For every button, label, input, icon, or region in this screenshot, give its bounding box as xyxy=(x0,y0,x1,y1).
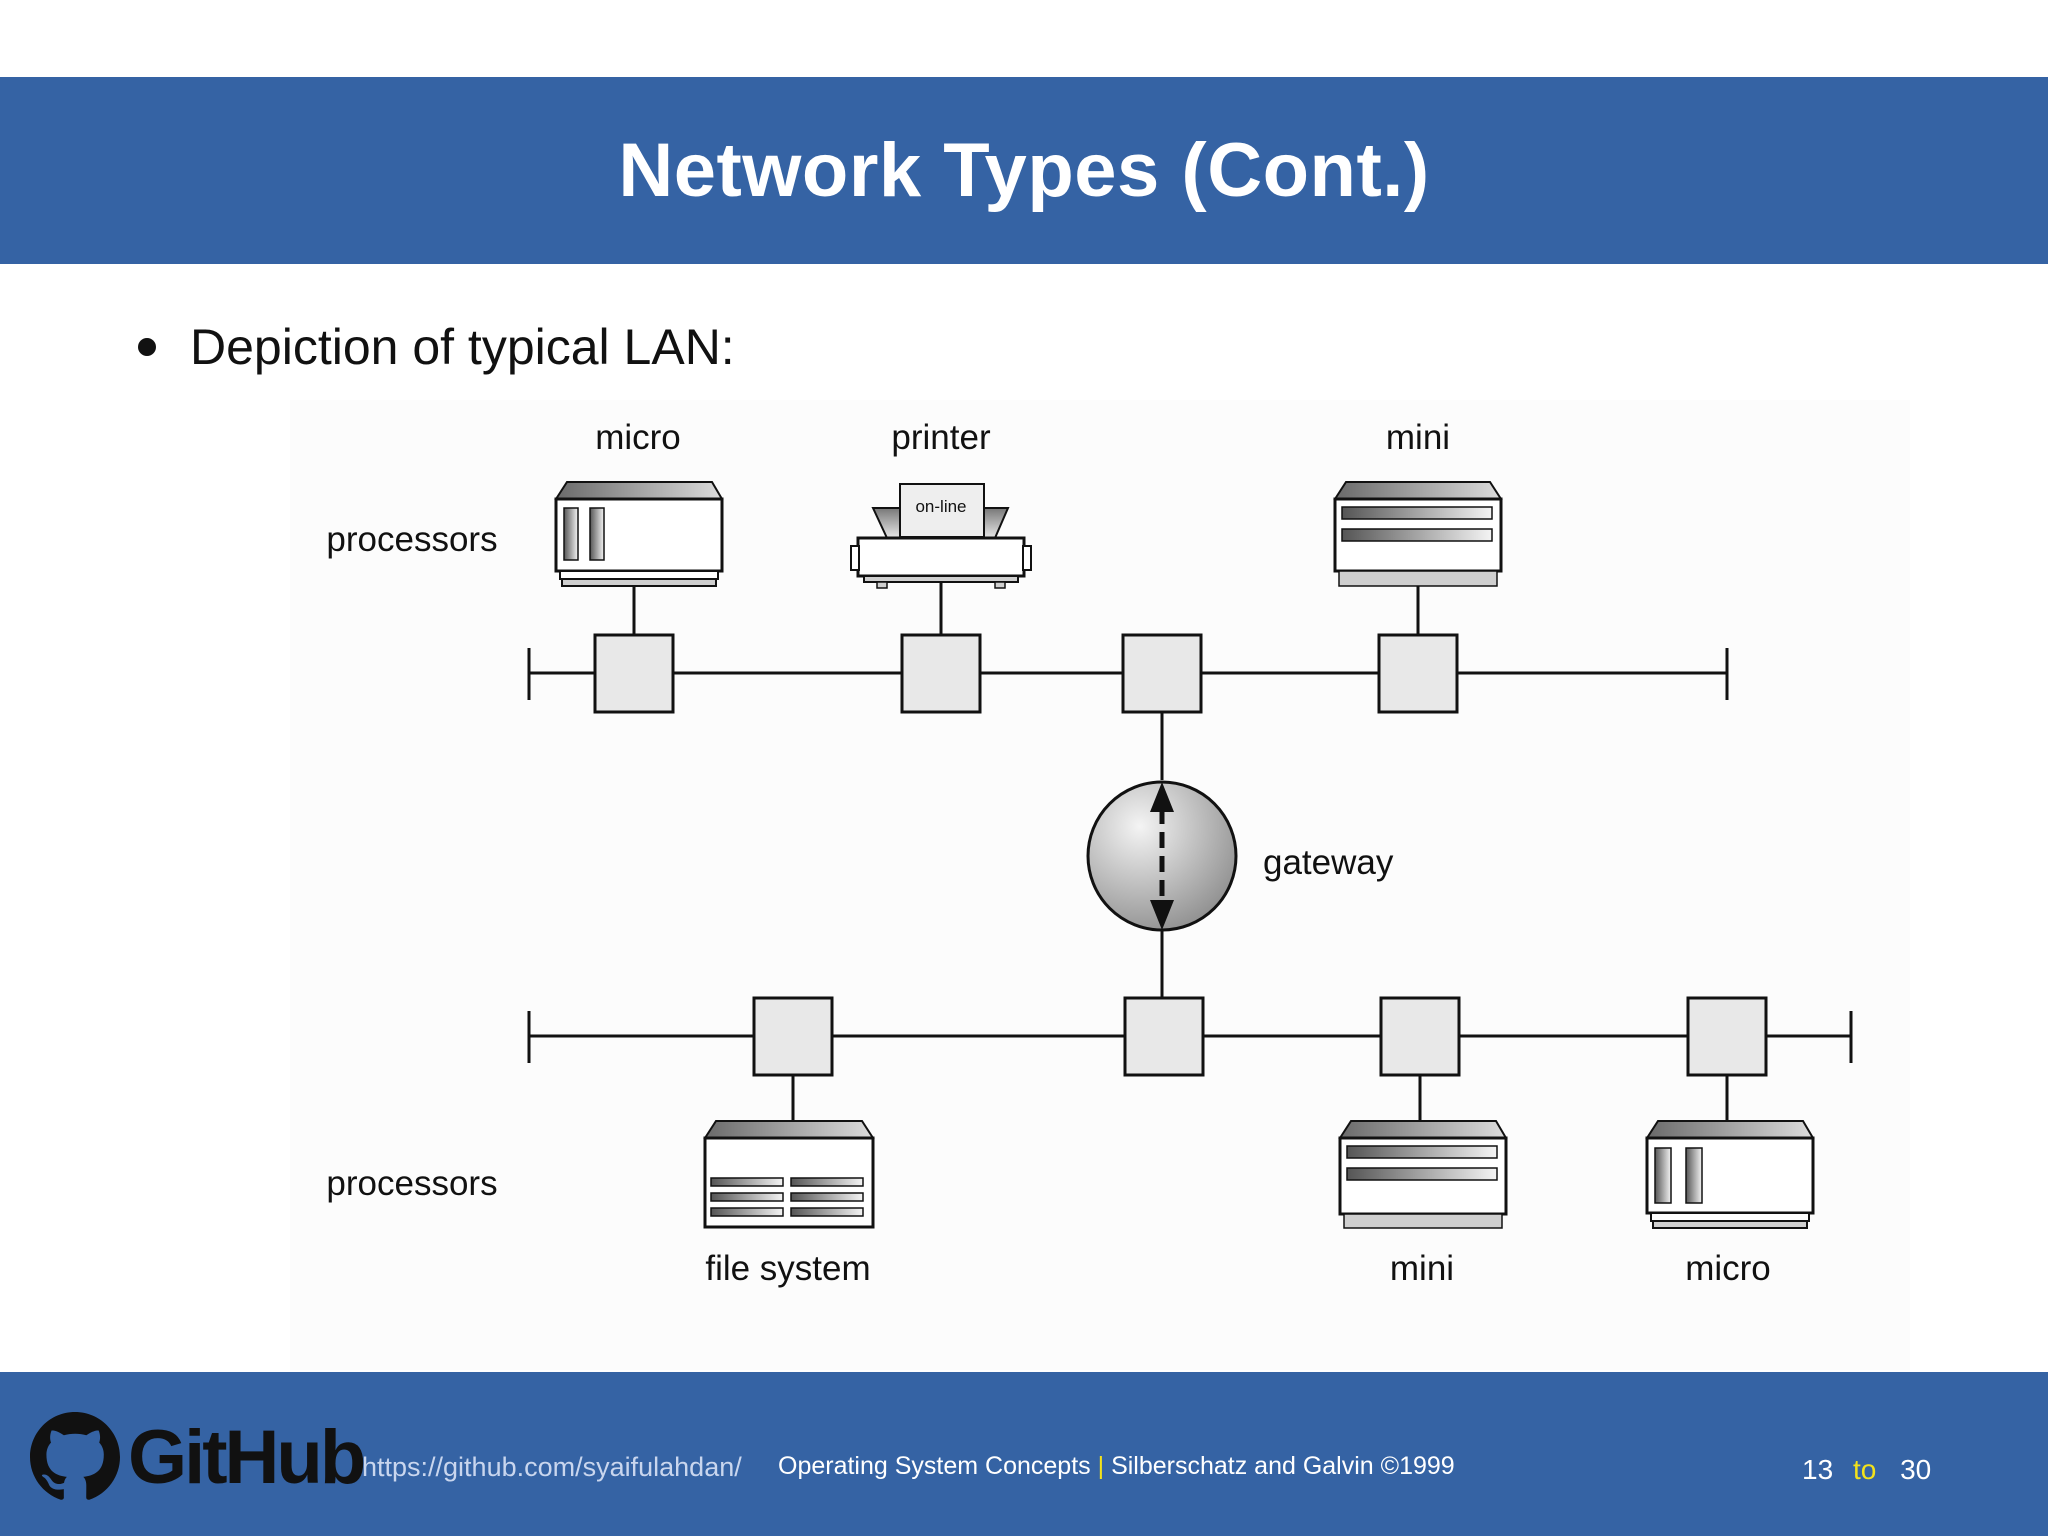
printer-screen-label: on-line xyxy=(915,497,966,516)
micro-label-top: micro xyxy=(595,418,681,457)
title-bar: Network Types (Cont.) xyxy=(0,77,2048,264)
gateway-label: gateway xyxy=(1263,843,1394,882)
footer-authors: Silberschatz and Galvin ©1999 xyxy=(1111,1452,1455,1480)
bullet-text: Depiction of typical LAN: xyxy=(190,319,735,375)
network-node-bottom-file-system xyxy=(752,996,834,1077)
page-number: 13 to 30 xyxy=(1802,1454,1931,1486)
lan-diagram: processors micro printer on-line mini ga… xyxy=(326,418,1853,1288)
footer-bar: GitHub https://github.com/syaifulahdan/ … xyxy=(0,1372,2048,1536)
bullet-dot-icon xyxy=(138,338,156,356)
minicomputer-bottom-icon xyxy=(1338,1120,1508,1229)
processors-label-top: processors xyxy=(326,520,497,559)
network-node-top-gateway xyxy=(1121,633,1203,714)
gateway-arrow-icon xyxy=(1086,780,1238,932)
page-current: 13 xyxy=(1802,1454,1834,1485)
github-octocat-icon xyxy=(30,1412,120,1500)
github-wordmark: GitHub xyxy=(128,1414,366,1500)
micro-computer-bottom-icon xyxy=(1645,1120,1815,1229)
printer-label: printer xyxy=(891,418,991,457)
github-logo[interactable]: GitHub xyxy=(30,1412,366,1502)
footer-book-title: Operating System Concepts xyxy=(778,1452,1091,1480)
footer-url-link[interactable]: https://github.com/syaifulahdan/ xyxy=(362,1452,742,1482)
minicomputer-icon xyxy=(1333,481,1503,587)
network-node-bottom-micro xyxy=(1686,996,1768,1077)
page-to: to xyxy=(1852,1454,1877,1485)
mini-label-bottom: mini xyxy=(1390,1249,1454,1288)
file-system-label: file system xyxy=(705,1249,870,1288)
file-server-icon xyxy=(703,1120,875,1229)
slide-title: Network Types (Cont.) xyxy=(618,128,1430,213)
micro-computer-icon xyxy=(554,481,724,587)
network-node-top-micro xyxy=(593,633,675,714)
processors-label-bottom: processors xyxy=(326,1164,497,1203)
page-total: 30 xyxy=(1900,1454,1932,1485)
network-node-bottom-mini xyxy=(1379,996,1461,1077)
network-node-top-mini xyxy=(1377,633,1459,714)
network-node-top-printer xyxy=(900,633,982,714)
connector-lines xyxy=(632,580,1729,1120)
footer-credit: Operating System Concepts | Silberschatz… xyxy=(778,1452,1455,1481)
printer-icon xyxy=(850,483,1032,589)
network-node-bottom-gateway xyxy=(1123,996,1205,1077)
footer-separator: | xyxy=(1097,1452,1105,1480)
bullet-item: Depiction of typical LAN: xyxy=(138,318,735,376)
micro-label-bottom: micro xyxy=(1685,1249,1771,1288)
mini-label-top: mini xyxy=(1386,418,1450,457)
